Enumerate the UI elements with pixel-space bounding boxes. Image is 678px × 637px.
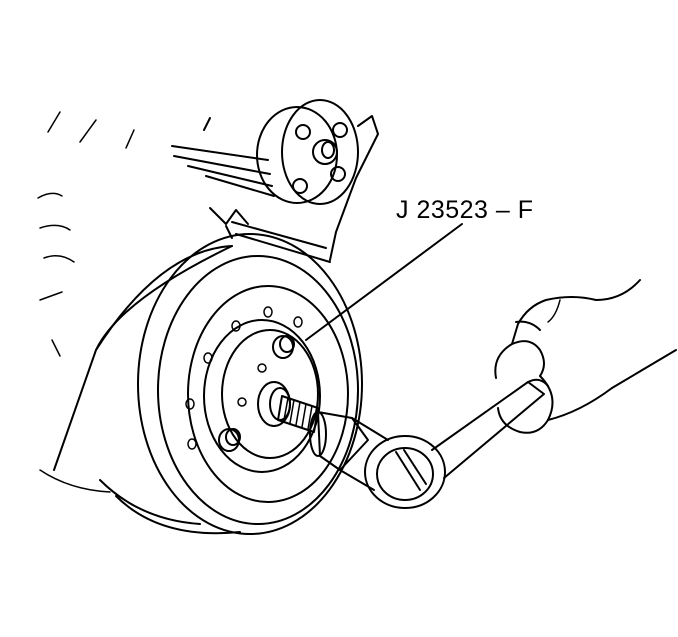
ratchet-wrench	[309, 378, 549, 509]
idler-pulley	[256, 99, 359, 205]
pulley-bracket	[171, 115, 379, 263]
leader-line	[305, 223, 463, 341]
engine-block-sketch	[37, 111, 249, 493]
hand	[494, 279, 677, 434]
tool-callout-label: J 23523 – F	[396, 196, 534, 224]
puller-tool-j23523f	[203, 319, 321, 473]
crankshaft-balancer	[53, 233, 363, 535]
